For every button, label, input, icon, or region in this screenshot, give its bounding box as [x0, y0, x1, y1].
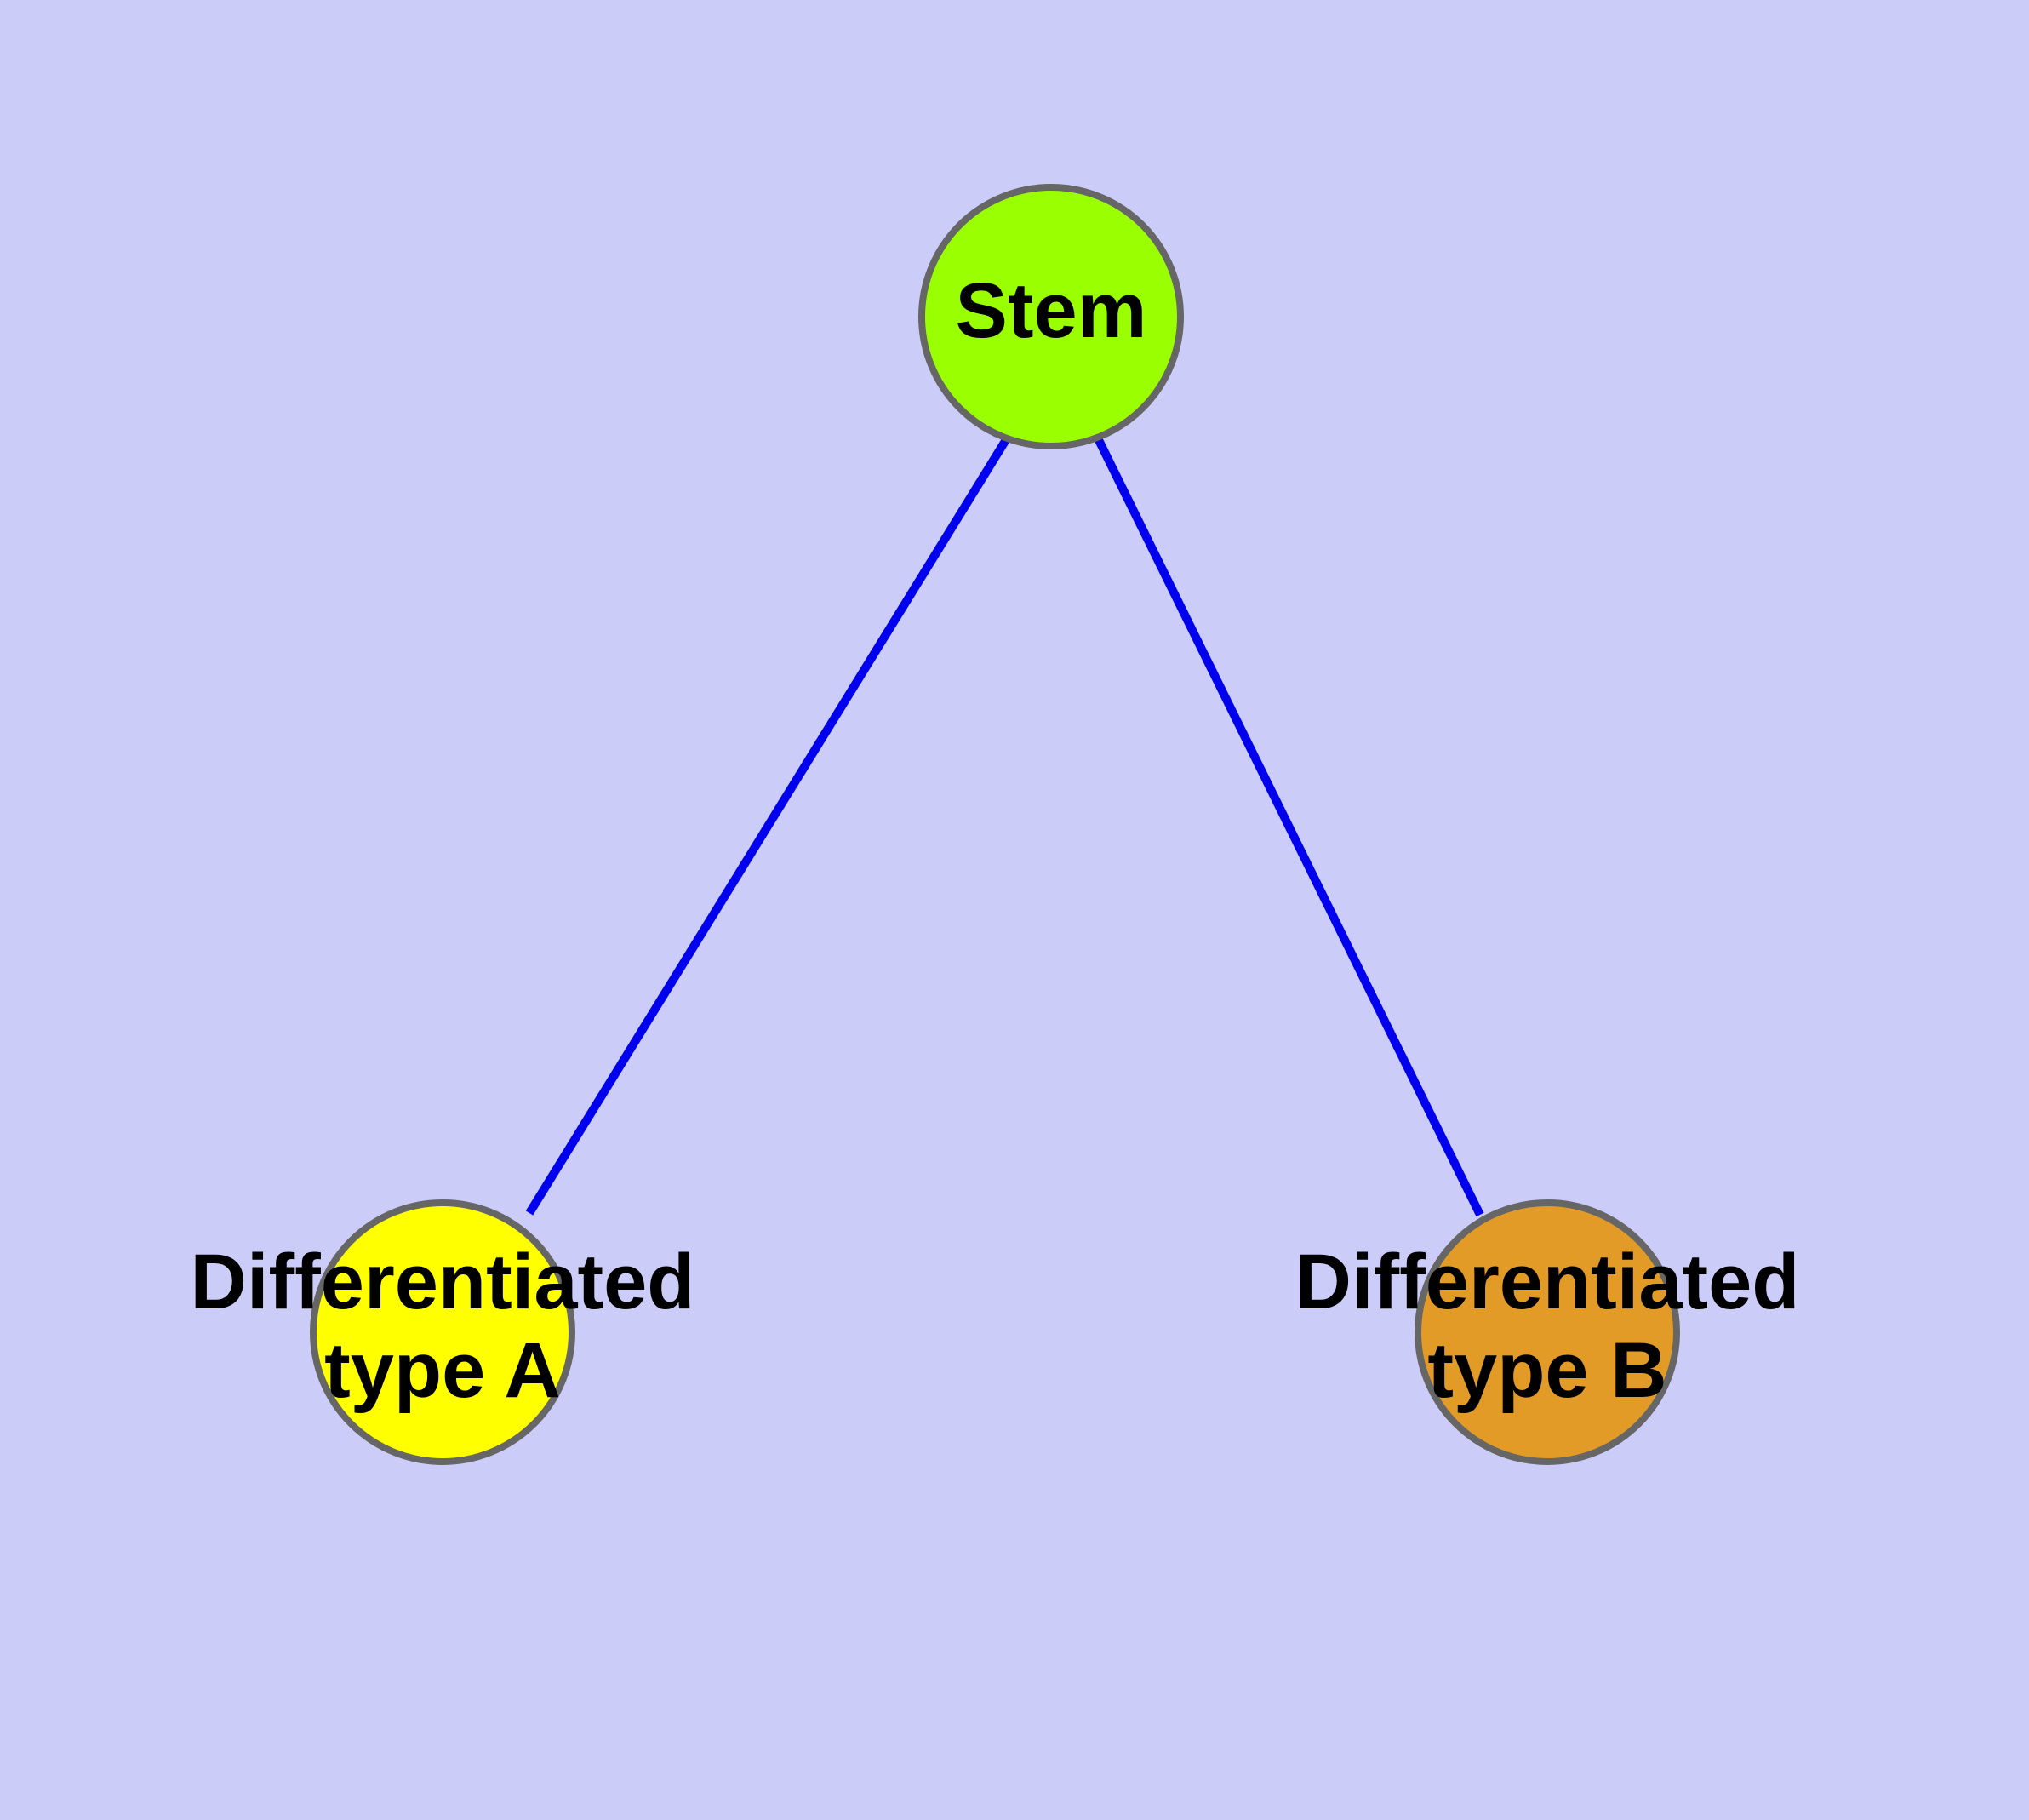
node-differentiated-type-b-circle[interactable] — [1415, 1199, 1680, 1465]
node-stem-circle[interactable] — [918, 184, 1184, 449]
edge-stem-to-differentiated-type-b[interactable] — [1095, 438, 1484, 1217]
node-stem-label: Stem — [956, 267, 1147, 354]
node-differentiated-type-a-circle[interactable] — [310, 1199, 575, 1465]
edges-layer — [525, 436, 1484, 1217]
node-stem[interactable] — [918, 184, 1184, 449]
edge-stem-to-differentiated-type-a[interactable] — [525, 436, 1011, 1216]
node-differentiated-type-b[interactable] — [1415, 1199, 1680, 1465]
node-differentiated-type-a[interactable] — [310, 1199, 575, 1465]
nodes-layer — [310, 184, 1680, 1465]
